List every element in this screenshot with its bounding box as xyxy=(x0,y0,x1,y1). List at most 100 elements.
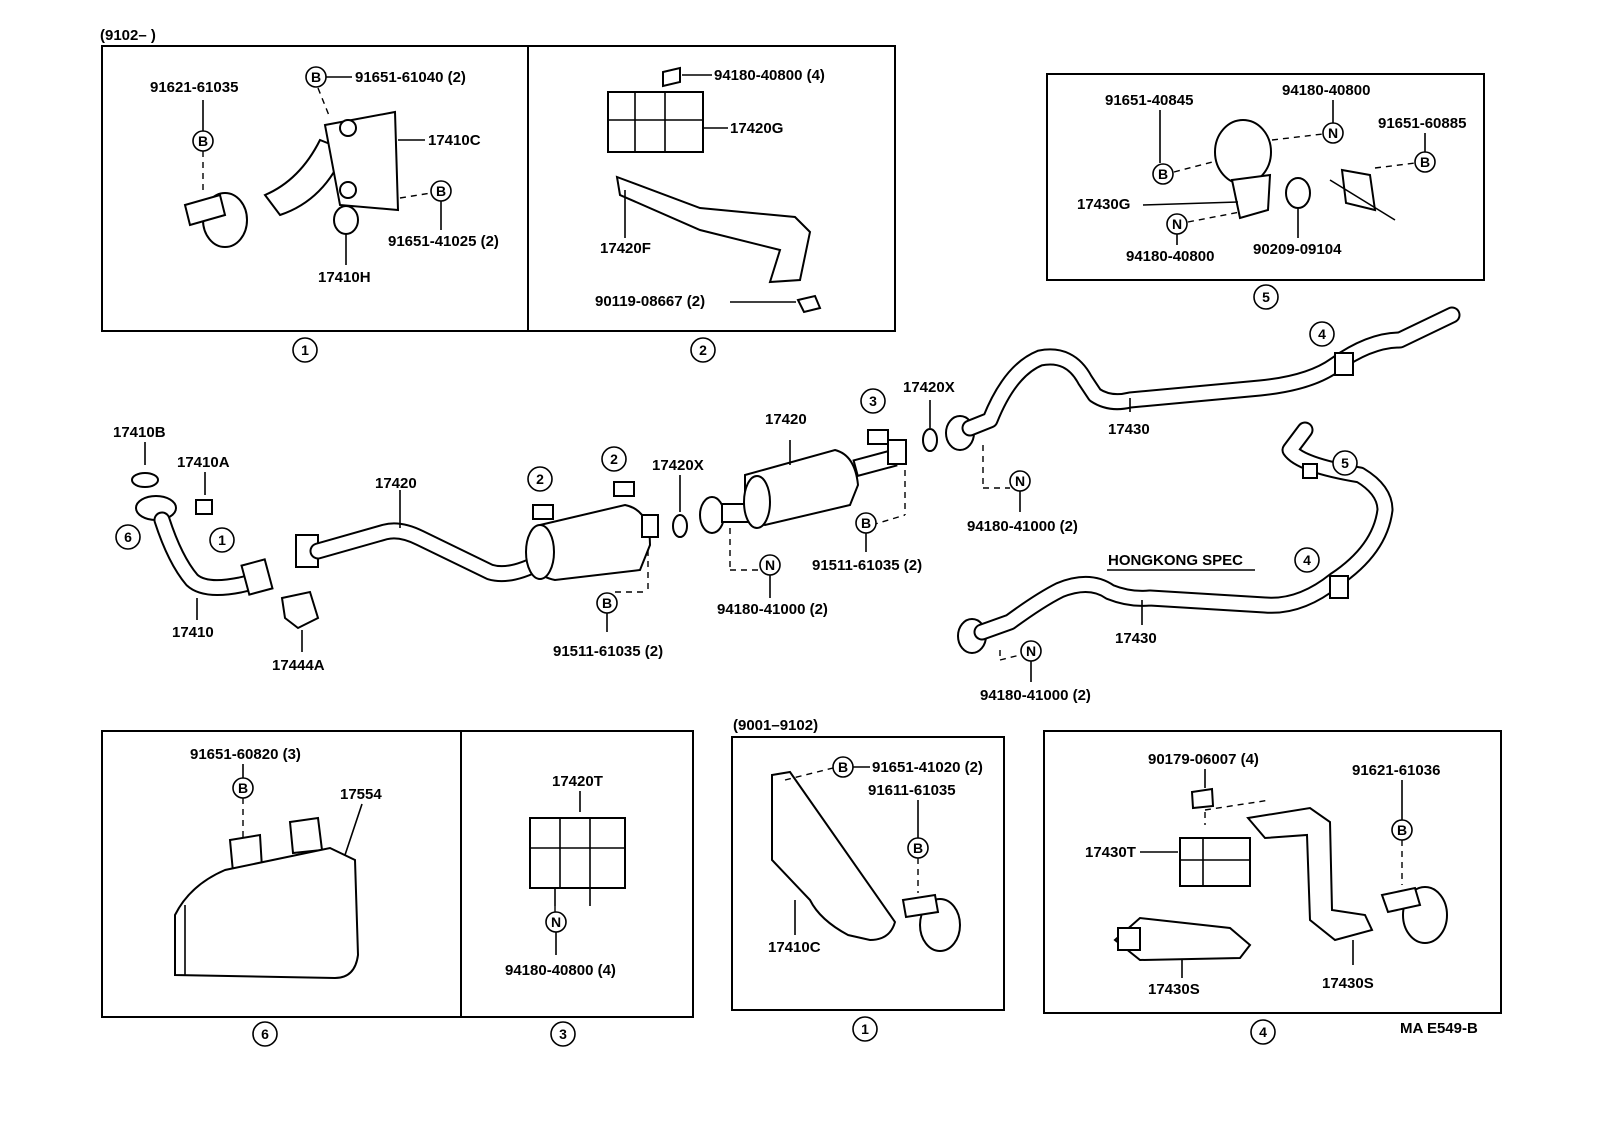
detail-4-tailpipe-mount: 90179-06007 (4) 17430T 17430S 17430S 916… xyxy=(1085,751,1448,998)
bolt-marker-b: B xyxy=(855,512,877,534)
svg-text:2: 2 xyxy=(536,471,544,487)
nut-94180-40800 xyxy=(662,66,681,88)
callout-5-top: 5 xyxy=(1253,284,1279,310)
callout-4-upper: 4 xyxy=(1309,321,1335,347)
tail-pipe-upper: 17430 4 N 94180-41000 (2) xyxy=(945,306,1461,535)
svg-text:2: 2 xyxy=(699,342,707,358)
part-17430-bottom: 17430 xyxy=(1115,630,1157,647)
part-94180-40800-4-bottom: 94180-40800 (4) xyxy=(505,962,616,979)
detail-box-5 xyxy=(1046,73,1485,281)
bolt-marker-b: B xyxy=(1152,163,1174,185)
mount-bracket-2a xyxy=(532,504,554,520)
rubber-mount-17420g xyxy=(607,91,704,153)
front-pipe-assembly: 17410B 17410A 6 1 17410 17444A xyxy=(113,424,325,674)
detail-box-1-2 xyxy=(101,45,896,332)
part-17430s-left: 17430S xyxy=(1148,981,1200,998)
svg-text:3: 3 xyxy=(559,1026,567,1042)
callout-4-bottom: 4 xyxy=(1250,1019,1276,1045)
part-17554: 17554 xyxy=(340,786,382,803)
callout-3-bottom: 3 xyxy=(550,1021,576,1047)
svg-text:N: N xyxy=(1026,643,1036,659)
part-91611-61035: 91611-61035 xyxy=(868,782,956,799)
detail-box-6-3 xyxy=(101,730,694,1018)
nut-marker-n: N xyxy=(1166,213,1188,235)
svg-text:B: B xyxy=(838,759,848,775)
callout-1-top: 1 xyxy=(292,337,318,363)
part-17420-muffler: 17420 xyxy=(765,411,807,428)
svg-text:N: N xyxy=(765,557,775,573)
part-94180-41000-a: 94180-41000 (2) xyxy=(717,601,828,618)
svg-text:4: 4 xyxy=(1318,326,1326,342)
detail-box-4 xyxy=(1043,730,1502,1014)
bracket-17430s-right xyxy=(1246,806,1374,942)
bracket-17430s-left xyxy=(1113,916,1252,962)
svg-text:4: 4 xyxy=(1259,1024,1267,1040)
part-91621-61035: 91621-61035 xyxy=(150,79,238,96)
part-91651-40845: 91651-40845 xyxy=(1105,92,1193,109)
svg-text:B: B xyxy=(602,595,612,611)
nut-marker-n: N xyxy=(759,554,781,576)
svg-text:B: B xyxy=(311,69,321,85)
bracket-17420f xyxy=(615,175,812,284)
detail-6-heat-shield: 91651-60820 (3) B 17554 xyxy=(174,746,382,980)
bracket-17410c-bottom xyxy=(771,770,897,942)
bolt-marker-b: B xyxy=(232,777,254,799)
bolt-marker-b: B xyxy=(907,837,929,859)
part-17430g: 17430G xyxy=(1077,196,1130,213)
mount-bracket-2b xyxy=(613,481,635,497)
part-17420t: 17420T xyxy=(552,773,603,790)
part-90179-06007: 90179-06007 (4) xyxy=(1148,751,1259,768)
svg-text:B: B xyxy=(861,515,871,531)
svg-text:N: N xyxy=(1172,216,1182,232)
part-91651-61040: 91651-61040 (2) xyxy=(355,69,466,86)
nut-marker-n: N xyxy=(1322,122,1344,144)
tail-pipe-hongkong: HONGKONG SPEC 5 4 17430 N 94180-41000 (2… xyxy=(957,421,1394,704)
svg-text:2: 2 xyxy=(610,451,618,467)
svg-text:3: 3 xyxy=(869,393,877,409)
svg-text:B: B xyxy=(436,183,446,199)
rubber-mount-17420t xyxy=(529,817,626,889)
svg-text:5: 5 xyxy=(1341,455,1349,471)
gasket-17444a xyxy=(280,590,320,630)
part-90209-09104: 90209-09104 xyxy=(1253,241,1342,258)
part-17430-top: 17430 xyxy=(1108,421,1150,438)
part-17410b: 17410B xyxy=(113,424,166,441)
callout-6-main: 6 xyxy=(115,524,141,550)
part-91651-60885: 91651-60885 xyxy=(1378,115,1466,132)
svg-text:B: B xyxy=(1397,822,1407,838)
part-91651-41025: 91651-41025 (2) xyxy=(388,233,499,250)
detail-1-hanger-top: 91621-61035 B B 91651-61040 (2) 17410C B xyxy=(150,66,499,286)
callout-5-hk: 5 xyxy=(1332,450,1358,476)
bolt-marker-b: B xyxy=(192,130,214,152)
hongkong-spec-label: HONGKONG SPEC xyxy=(1108,552,1243,569)
part-91651-41020: 91651-41020 (2) xyxy=(872,759,983,776)
part-94180-41000-b: 94180-41000 (2) xyxy=(967,518,1078,535)
detail-box-1-bottom xyxy=(731,736,1005,1011)
range-label-9001-9102: (9001–9102) xyxy=(733,717,818,734)
svg-text:B: B xyxy=(913,840,923,856)
part-17430s-right: 17430S xyxy=(1322,975,1374,992)
part-17410a: 17410A xyxy=(177,454,230,471)
nut-marker-n: N xyxy=(1009,470,1031,492)
drawing-code: MA E549-B xyxy=(1400,1020,1478,1037)
part-17420x-right: 17420X xyxy=(903,379,955,396)
part-17430t: 17430T xyxy=(1085,844,1136,861)
bolt-marker-b: B xyxy=(832,756,854,778)
bolt-marker-b: B xyxy=(1414,151,1436,173)
detail-5-tailpipe-hanger: 91651-40845 B 94180-40800 N 91651-60885 … xyxy=(1077,82,1466,265)
bolt-marker-b: B xyxy=(1391,819,1413,841)
svg-text:N: N xyxy=(551,914,561,930)
part-94180-40800-4-top: 94180-40800 (4) xyxy=(714,67,825,84)
part-17420f: 17420F xyxy=(600,240,651,257)
center-pipe-assembly: 17420 2 2 17420X B 91511-61035 (2) xyxy=(295,446,704,660)
bolt-marker-b: B xyxy=(596,592,618,614)
nut-marker-n: N xyxy=(545,911,567,933)
callout-2-main-a: 2 xyxy=(527,466,553,492)
nut-17410a xyxy=(195,499,213,515)
rubber-mount-17430g xyxy=(1214,119,1272,185)
svg-text:1: 1 xyxy=(301,342,309,358)
bolt-marker-b: B xyxy=(430,180,452,202)
part-17410: 17410 xyxy=(172,624,214,641)
part-17410c-bottom: 17410C xyxy=(768,939,821,956)
bracket-17410c xyxy=(323,110,400,212)
